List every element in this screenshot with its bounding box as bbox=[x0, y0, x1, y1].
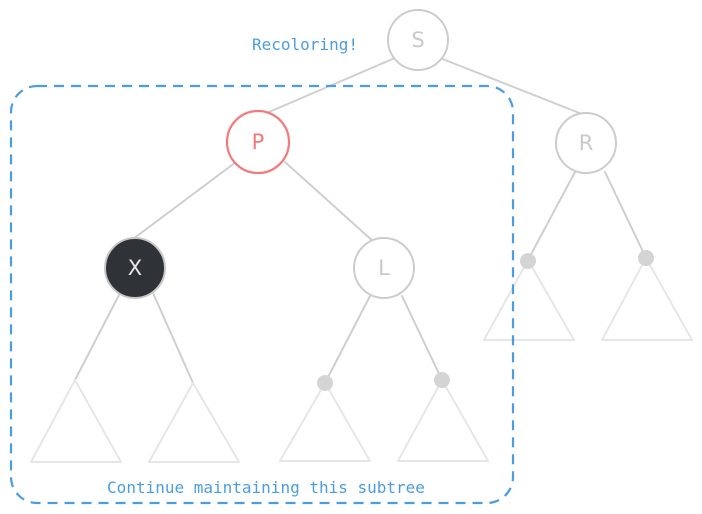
subtree-l-left bbox=[279, 382, 371, 462]
node-r-label: R bbox=[579, 131, 594, 155]
node-x: X bbox=[104, 237, 166, 299]
node-p-label: P bbox=[252, 130, 265, 154]
edge-x-left bbox=[74, 292, 121, 381]
edges bbox=[74, 57, 647, 384]
subtree-l-right bbox=[397, 379, 489, 462]
edge-p-x bbox=[124, 161, 237, 246]
nil-dot bbox=[638, 250, 654, 266]
node-r: R bbox=[555, 112, 617, 174]
subtrees bbox=[30, 257, 693, 463]
subtree-x-left bbox=[30, 379, 122, 463]
edge-r-right bbox=[604, 171, 647, 259]
edge-s-r bbox=[439, 57, 593, 119]
edge-r-left bbox=[527, 171, 576, 261]
subtree-x-right bbox=[148, 382, 240, 463]
node-s: S bbox=[387, 9, 449, 71]
node-x-label: X bbox=[128, 256, 142, 280]
edge-p-l bbox=[284, 161, 376, 244]
edge-l-left bbox=[324, 295, 371, 384]
nil-dots bbox=[317, 250, 654, 391]
subtree-r-right bbox=[601, 257, 693, 341]
subtree-r-left bbox=[483, 259, 575, 341]
recoloring-note: Recoloring! bbox=[252, 35, 358, 54]
node-l: L bbox=[353, 237, 415, 299]
node-s-label: S bbox=[411, 28, 424, 52]
nil-dot bbox=[317, 375, 333, 391]
node-l-label: L bbox=[378, 256, 390, 280]
nil-dot bbox=[434, 372, 450, 388]
edge-l-right bbox=[401, 295, 443, 381]
node-p: P bbox=[225, 109, 291, 175]
edge-x-right bbox=[152, 292, 194, 384]
subtree-caption: Continue maintaining this subtree bbox=[107, 478, 425, 497]
subtree-highlight-box bbox=[9, 84, 515, 505]
nil-dot bbox=[520, 253, 536, 269]
